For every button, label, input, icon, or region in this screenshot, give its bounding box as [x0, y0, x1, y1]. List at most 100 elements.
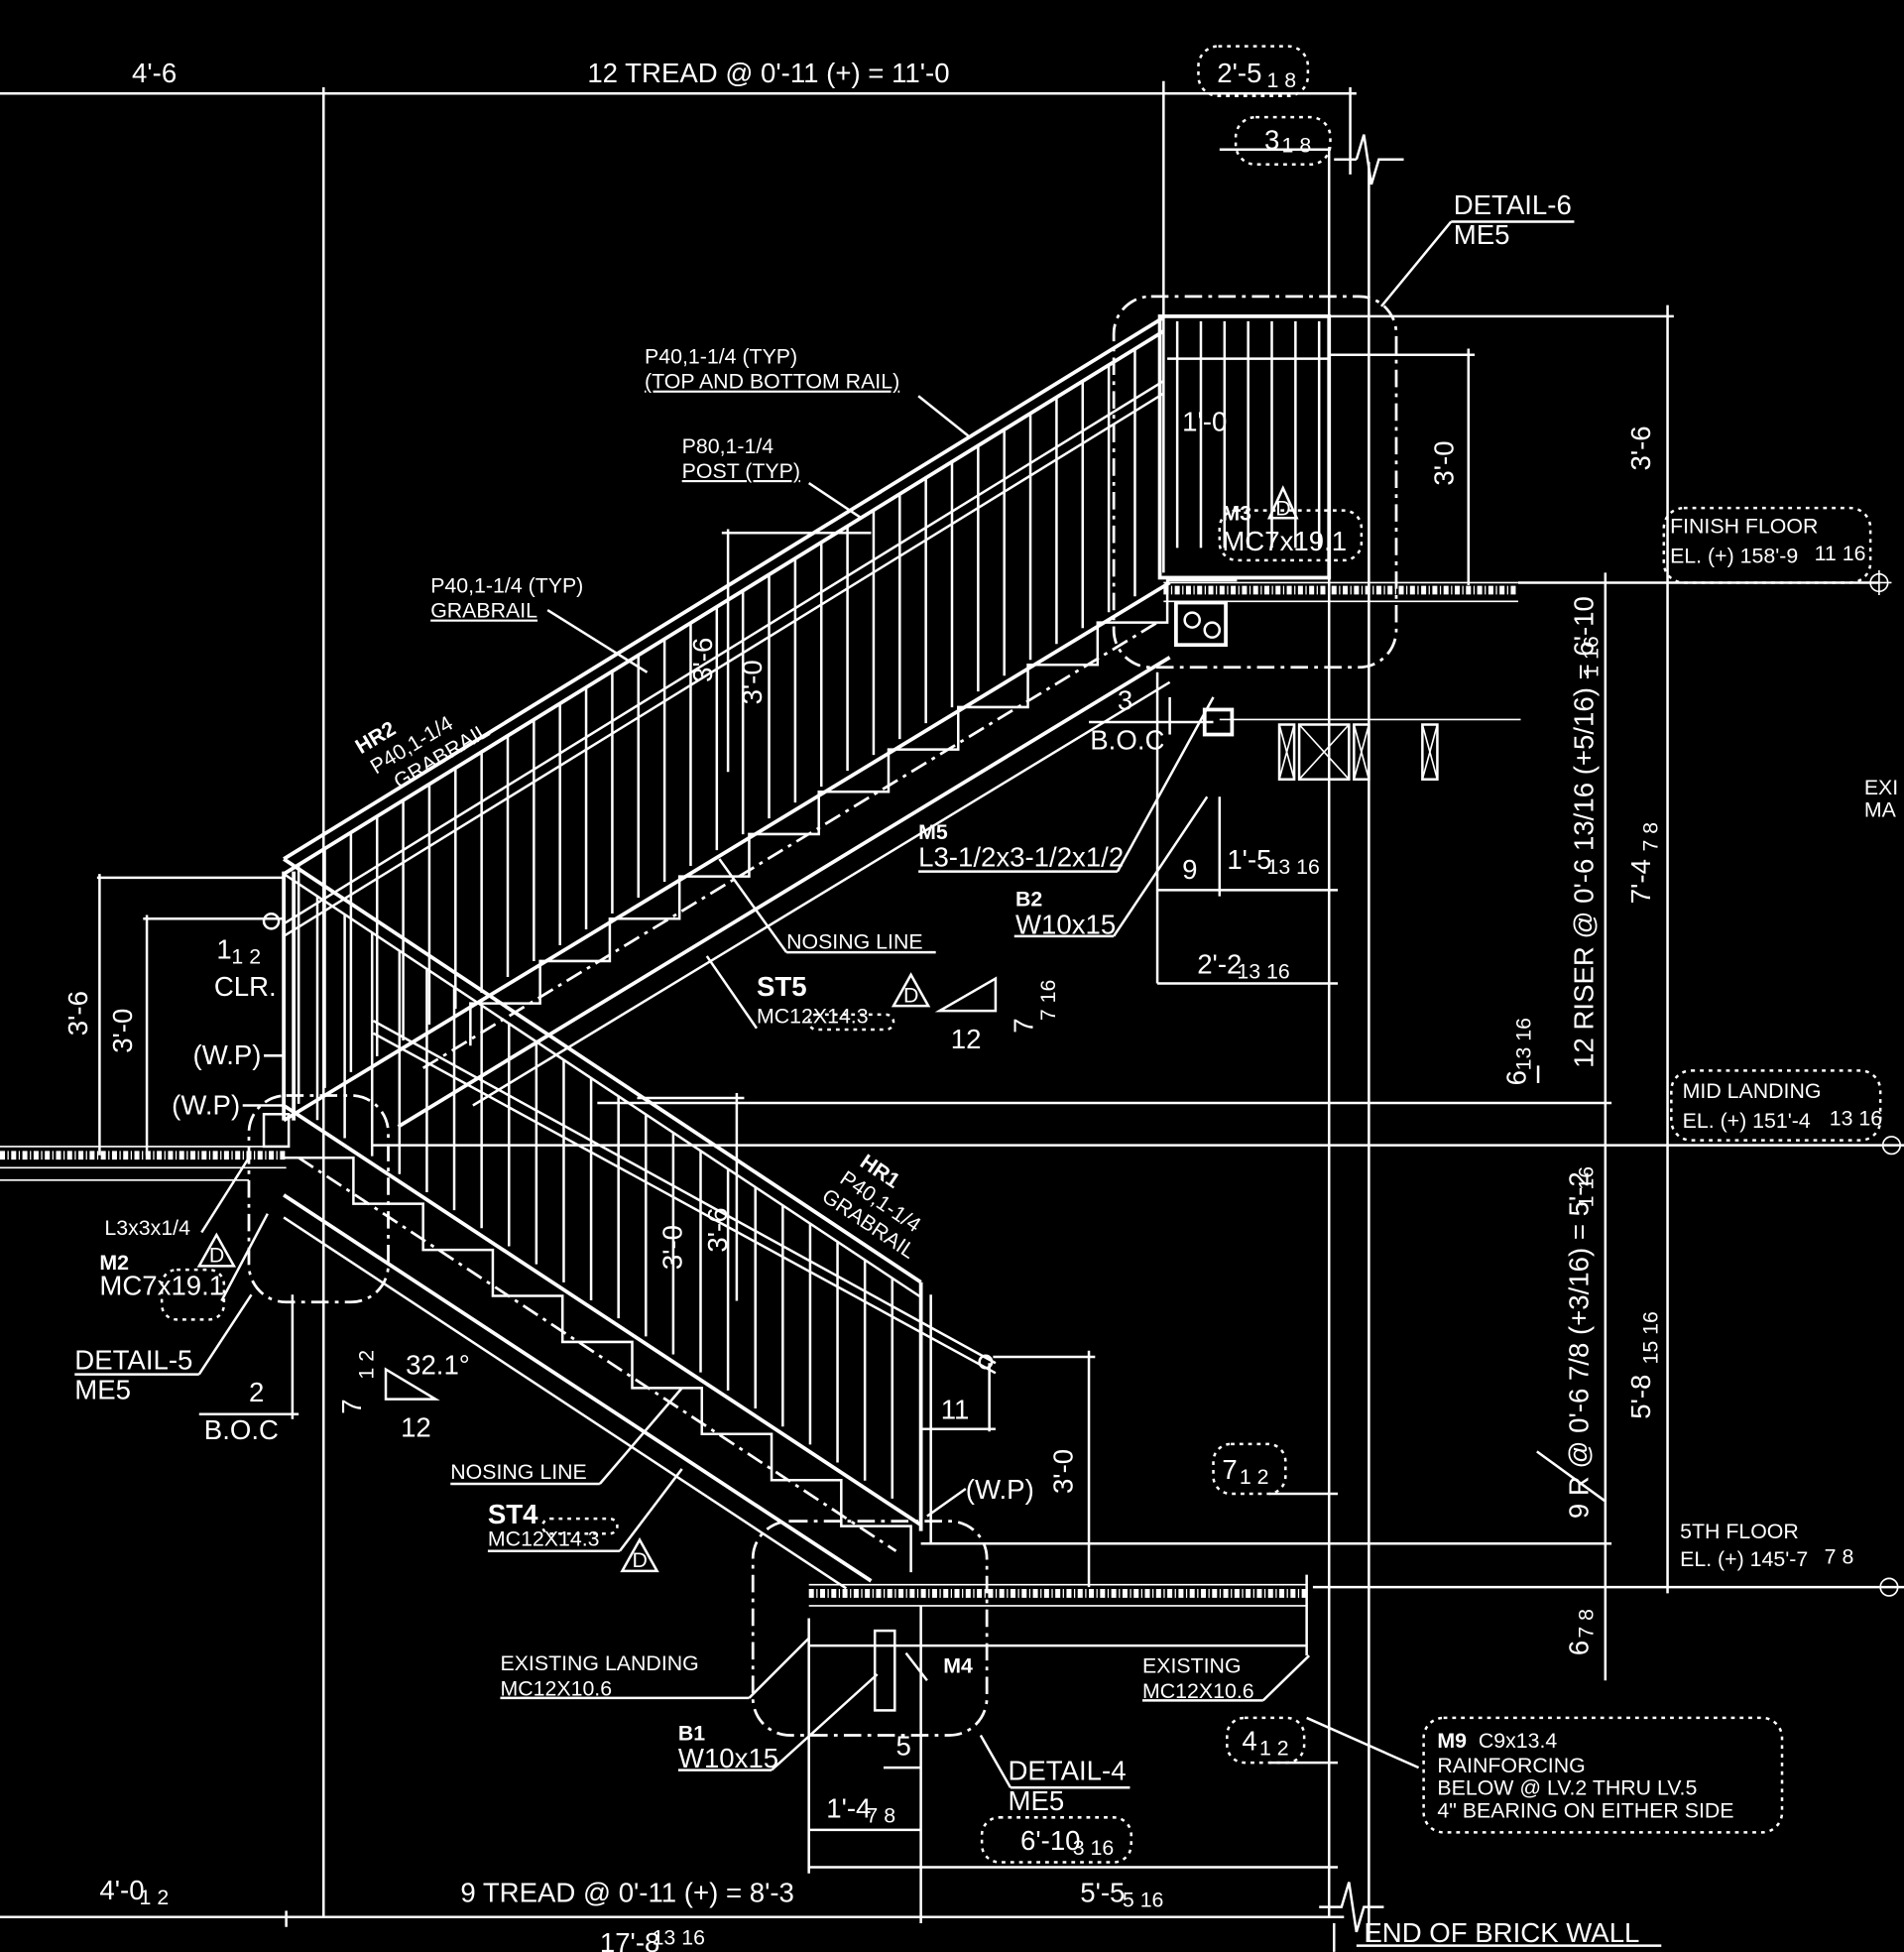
mid-landing-title: MID LANDING — [1683, 1079, 1822, 1103]
m2-d-tag: D — [209, 1244, 224, 1268]
dim-slope-upper-run: 12 — [951, 1024, 982, 1054]
existing-landing-spec: MC12X10.6 — [500, 1676, 612, 1700]
nosing-upper-label: NOSING LINE — [786, 929, 922, 953]
p80-post-line1: P80,1-1/4 — [682, 434, 774, 458]
st4-spec: MC12X14.3 — [488, 1527, 600, 1551]
d-tag-triangle-st5 — [891, 972, 931, 1008]
dim-height-upper-frac: 7 8 — [1639, 822, 1663, 852]
dim-5-5-frac: 5 16 — [1123, 1889, 1164, 1912]
fifth-floor-el: EL. (+) 145'-7 — [1680, 1547, 1808, 1571]
dim-6-7-frac: 7 8 — [1574, 1609, 1598, 1639]
dim-6-10: 6'-10 — [1020, 1825, 1081, 1856]
m9-label: M9 — [1437, 1729, 1467, 1753]
dim-upper-total-height: 3'-6 — [1625, 426, 1656, 470]
wp-label-1: (W.P) — [193, 1039, 262, 1070]
dim-top-right-a-frac: 1 8 — [1266, 68, 1296, 92]
dim-6-13-frac: 13 16 — [1512, 1018, 1536, 1070]
dim-slope-upper-rise: 7 — [1009, 1018, 1039, 1033]
finish-floor-el: EL. (+) 158'-9 — [1670, 544, 1798, 567]
elevation-text: FINISH FLOOR EL. (+) 158'-9 11 16 MID LA… — [1670, 514, 1882, 1571]
detail4-sheet: ME5 — [1008, 1785, 1064, 1816]
existing-spec: MC12X10.6 — [1142, 1679, 1254, 1703]
m2-spec: MC7x19.1 — [99, 1270, 224, 1300]
dim-upper-rail-height: 3'-0 — [1429, 440, 1460, 485]
d-tag-triangle-m3 — [1267, 485, 1299, 520]
p40-top-bottom-line2: (TOP AND BOTTOM RAIL) — [645, 370, 899, 394]
detail5-label: DETAIL-5 — [74, 1345, 192, 1376]
dim-height-lower-frac: 15 16 — [1639, 1311, 1663, 1364]
dimension-lines — [0, 80, 1904, 1927]
dim-bottom-left: 4'-0 — [99, 1875, 144, 1905]
detail-bubbles — [247, 295, 1398, 1737]
dim-1-4-frac: 7 8 — [866, 1803, 895, 1827]
wp-label-2: (W.P) — [172, 1089, 240, 1120]
m9-line3: BELOW @ LV.2 THRU LV.5 — [1437, 1776, 1697, 1800]
dim-left-rail-height: 3'-0 — [107, 1009, 138, 1053]
dim-slope-lower-angle: 32.1° — [406, 1350, 470, 1381]
m5-spec: L3-1/2x3-1/2x1/2 — [918, 842, 1124, 873]
dim-top-right-b-frac: 1 8 — [1282, 133, 1312, 157]
dim-slope-lower-rise: 7 — [336, 1399, 367, 1413]
p80-post-line2: POST (TYP) — [682, 459, 800, 483]
dim-clr-frac: 1 2 — [231, 944, 261, 968]
dim-bottom-total-frac: 13 16 — [653, 1925, 705, 1949]
dim-left-rail-total: 3'-6 — [62, 991, 93, 1036]
revision-clouds — [160, 45, 1882, 1864]
dim-5: 5 — [896, 1731, 911, 1762]
floor-joists — [1277, 723, 1439, 781]
mid-landing-el: EL. (+) 151'-4 — [1683, 1109, 1811, 1133]
dim-2-2-frac: 13 16 — [1237, 960, 1289, 984]
dim-6-13: 6 — [1501, 1070, 1532, 1085]
dim-upper-rail-spacing: 1'-0 — [1182, 406, 1227, 436]
b1-label: B1 — [678, 1722, 705, 1746]
d-section-tags — [196, 485, 1299, 1573]
dim-riser-lower: 9 R @ 0'-6 7/8 (+3/16) = 5'-2 — [1563, 1171, 1594, 1519]
p40-grab-line1: P40,1-1/4 (TYP) — [430, 573, 583, 597]
dim-lower-rail-height: 3'-0 — [1048, 1449, 1079, 1494]
dim-slope-upper-rise-frac: 7 16 — [1036, 980, 1060, 1022]
b2-label: B2 — [1015, 888, 1042, 912]
dim-2-2: 2'-2 — [1197, 948, 1242, 979]
dim-top-treads: 12 TREAD @ 0'-11 (+) = 11'-0 — [587, 58, 949, 88]
dim-bottom-treads: 9 TREAD @ 0'-11 (+) = 8'-3 — [460, 1878, 794, 1908]
m3-spec: MC7x19.1 — [1222, 526, 1347, 556]
exi-label: EXI — [1864, 776, 1898, 799]
m9-spec: C9x13.4 — [1479, 1729, 1558, 1753]
dim-4-half-frac: 1 2 — [1259, 1737, 1289, 1761]
dim-6-7: 6 — [1563, 1641, 1594, 1655]
nosing-lower-label: NOSING LINE — [450, 1460, 586, 1484]
dim-boc-upper-label: B.O.C — [1090, 725, 1164, 756]
dim-top-right-b: 3 — [1264, 125, 1279, 156]
m2-label: M2 — [99, 1251, 129, 1275]
dim-lower-rail-b: 3'-6 — [702, 1207, 733, 1252]
dim-9: 9 — [1182, 854, 1197, 885]
dim-boc-lower-value: 2 — [249, 1377, 264, 1407]
dim-clr-label: CLR. — [214, 971, 277, 1002]
dim-7-half-frac: 1 2 — [1240, 1465, 1269, 1489]
dim-top-right-a: 2'-5 — [1217, 58, 1261, 88]
st5-spec: MC12X14.3 — [757, 1005, 869, 1029]
dim-lower-rail-a: 3'-0 — [657, 1225, 688, 1270]
lower-flight — [283, 1103, 922, 1590]
fifth-floor-frac: 7 8 — [1825, 1544, 1854, 1568]
m9-line2: RAINFORCING — [1437, 1754, 1585, 1777]
dim-height-lower: 5'-8 — [1625, 1375, 1656, 1419]
dim-boc-upper-value: 3 — [1118, 684, 1132, 715]
l3-label: L3x3x1/4 — [104, 1216, 190, 1240]
lower-steps — [284, 1156, 912, 1573]
p40-top-bottom-line1: P40,1-1/4 (TYP) — [645, 345, 797, 369]
st4-label: ST4 — [488, 1499, 538, 1529]
dim-6-10-frac: 3 16 — [1073, 1836, 1115, 1860]
detail6-sheet: ME5 — [1454, 219, 1510, 250]
b2-spec: W10x15 — [1015, 909, 1116, 939]
dimension-text: 4'-6 12 TREAD @ 0'-11 (+) = 11'-0 2'-5 1… — [62, 58, 1663, 1952]
dim-4-half: 4 — [1242, 1726, 1256, 1757]
dim-clr-value: 1 — [216, 933, 231, 964]
ma-label: MA — [1864, 797, 1897, 821]
upper-steps — [469, 578, 1238, 1046]
finish-floor-title: FINISH FLOOR — [1670, 514, 1818, 538]
existing-landing-label: EXISTING LANDING — [500, 1651, 698, 1675]
dim-boc-lower-label: B.O.C — [204, 1414, 279, 1445]
m3-d-tag: D — [1275, 497, 1290, 521]
